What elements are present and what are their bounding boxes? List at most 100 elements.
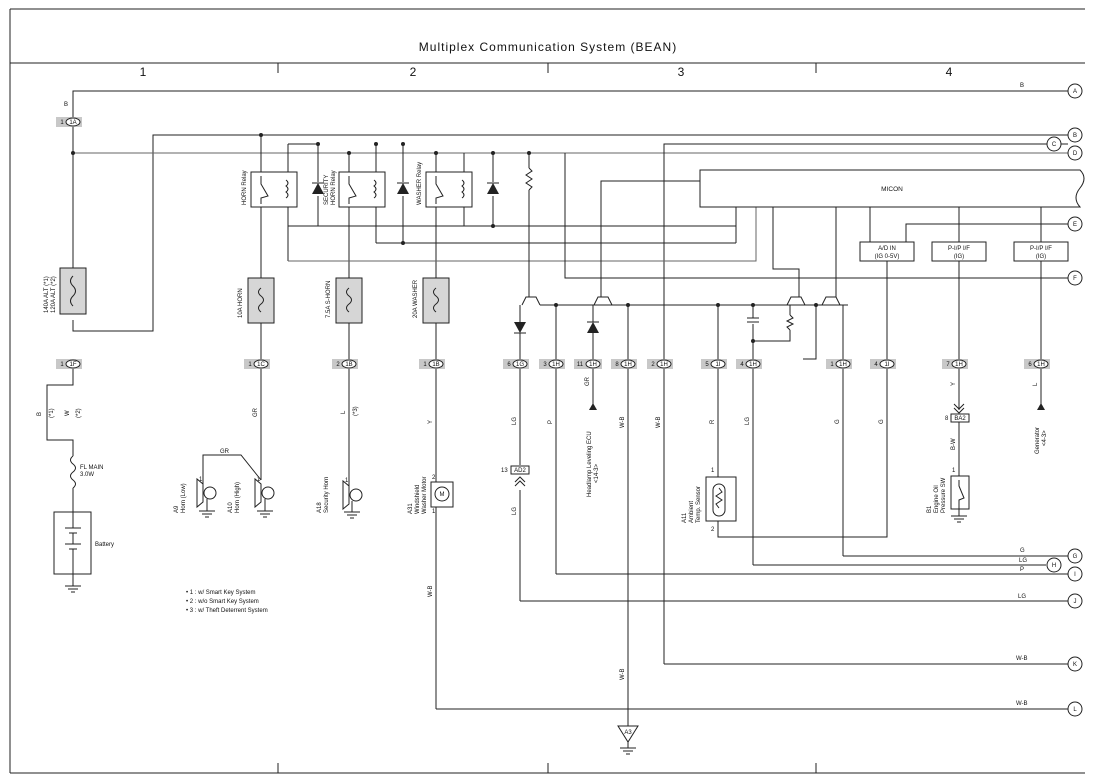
terminal-g-label: G: [1073, 554, 1078, 560]
footnotes: • 1 : w/ Smart Key System • 2 : w/o Smar…: [186, 590, 268, 614]
connector-1b-b: 1 1B: [419, 359, 445, 369]
c1h4-name: 1H: [749, 362, 757, 368]
c1h11-name: 1H: [589, 362, 597, 368]
c1h2-name: 1H: [660, 362, 668, 368]
connector-1h-3: 3 1H: [539, 359, 565, 369]
right-label-g: G: [1020, 548, 1025, 554]
a3-label: A3: [624, 730, 632, 736]
right-label-a: B: [1020, 83, 1024, 89]
wire-fl-w-note: (*2): [76, 408, 82, 418]
a11-pin-top: 1: [711, 468, 715, 474]
c1h1-pin: 1: [830, 362, 834, 368]
c1g-name: 1G: [516, 362, 524, 368]
zone-numbers: 1 2 3 4: [140, 65, 953, 79]
c1f-pin: 1: [60, 362, 64, 368]
micon-pip-2b: (IG): [1036, 254, 1046, 260]
terminal-d-label: D: [1073, 151, 1078, 157]
a9-pin: 1: [199, 477, 203, 483]
security-relay-label-2: HORN Relay: [331, 170, 337, 205]
ground-a3: A3: [617, 725, 639, 755]
c1h3-name: 1H: [552, 362, 560, 368]
headlamp-ecu-ref: <14-3>: [594, 463, 600, 483]
terminal-a-label: A: [1073, 89, 1077, 95]
wire-c1g-lower: LG: [512, 507, 518, 515]
security-horn-a18: 1 A18 Security Horn: [317, 477, 363, 519]
c1h3-pin: 3: [543, 362, 547, 368]
terminal-i: I: [1067, 566, 1083, 582]
wire-s-horn-note: (*3): [353, 406, 359, 416]
wire-fl-b-note: (*1): [49, 408, 55, 418]
note-1: • 1 : w/ Smart Key System: [186, 590, 255, 596]
b1-name: B1: [927, 505, 933, 513]
terminal-h: H: [1046, 557, 1062, 573]
c1h4-pin: 4: [740, 362, 744, 368]
a31-pin-bottom: 1: [432, 509, 436, 515]
terminal-i-label: I: [1074, 572, 1076, 578]
a31-desc-1: Windshield: [415, 485, 421, 514]
a10-name: A10: [228, 502, 234, 513]
diode-1g-icon: [514, 322, 526, 333]
connector-1i-4: 4 1I: [870, 359, 896, 369]
micon-pip-2a: P-I/P I/F: [1030, 246, 1052, 252]
connector-1b-a: 2 1B: [332, 359, 358, 369]
generator-ref-text: <4-3>: [1042, 430, 1048, 446]
c1h8-pin: 8: [615, 362, 619, 368]
ba2-name: BA2: [954, 416, 966, 422]
horn-diode-icon: [312, 183, 324, 194]
terminal-j: J: [1067, 593, 1083, 609]
battery-label: Battery: [95, 542, 114, 548]
right-label-i: P: [1020, 567, 1024, 573]
connector-1i-5: 5 1I: [701, 359, 727, 369]
wire-horn-link: GR: [220, 449, 230, 455]
transistors: [521, 296, 841, 306]
battery: Battery: [53, 511, 114, 575]
zone-2: 2: [410, 65, 417, 79]
right-label-h: LG: [1019, 558, 1027, 564]
terminal-d: D: [1067, 145, 1083, 161]
wire-c1g: LG: [512, 417, 518, 425]
generator-ref: Generator <4-3>: [1035, 403, 1048, 454]
connector-1h-2: 2 1H: [647, 359, 673, 369]
a11-name: A11: [682, 512, 688, 523]
a31-name: A31: [408, 503, 414, 514]
a31-pin-top: 2: [432, 475, 436, 481]
ambient-temp-sensor-a11: 1 2 A11 Ambient Temp. Sensor: [682, 468, 737, 533]
washer-relay: WASHER Relay: [417, 162, 473, 208]
terminal-k-label: K: [1073, 662, 1077, 668]
wire-washer: Y: [428, 420, 434, 424]
terminal-circles: A B C D E F G H I J K L: [1046, 83, 1083, 717]
wire-top-b: B: [64, 102, 68, 108]
connector-ad2: 13 AD2: [501, 465, 530, 487]
c1b-a-name: 1B: [345, 362, 352, 368]
security-relay-label-1: SECURITY: [324, 175, 330, 205]
ad2-name: AD2: [514, 468, 526, 474]
terminal-f-label: F: [1073, 276, 1077, 282]
terminal-c: C: [1046, 136, 1062, 152]
battery-ground-icon: [65, 585, 81, 593]
right-wire-labels: B G LG P LG W-B W-B: [1016, 83, 1028, 707]
terminal-e-label: E: [1073, 222, 1077, 228]
c1h2-pin: 2: [651, 362, 655, 368]
c1h6-name: 1H: [1037, 362, 1045, 368]
a11-desc-2: Temp. Sensor: [696, 486, 702, 523]
micon-ad-in-2: (IG 0-5V): [875, 254, 900, 260]
ba2-pin: 8: [945, 416, 949, 422]
connector-1c: 1 1C: [244, 359, 270, 369]
fuse-s-horn: 7.5A S-HORN: [326, 277, 363, 324]
micon-ad-in-1: A/D IN: [878, 246, 896, 252]
a18-desc: Security Horn: [324, 477, 330, 513]
wire-c1h4: LG: [745, 417, 751, 425]
terminal-h-label: H: [1052, 563, 1056, 569]
wire-c1i4: G: [879, 419, 885, 424]
c1h6-pin: 6: [1028, 362, 1032, 368]
fuse-alt-label-1: 140A ALT (*1): [44, 276, 50, 313]
connector-1h-1: 1 1H: [826, 359, 852, 369]
a9-desc: Horn (Low): [181, 483, 187, 513]
generator-name: Generator: [1035, 427, 1041, 454]
wire-fl-b: B: [37, 412, 43, 416]
micon-block: MICON A/D IN (IG 0-5V) P-I/P I/F (IG) P-…: [699, 169, 1085, 262]
note-2: • 2 : w/o Smart Key System: [186, 599, 259, 605]
c1h8-name: 1H: [624, 362, 632, 368]
connector-1h-8: 8 1H: [611, 359, 637, 369]
